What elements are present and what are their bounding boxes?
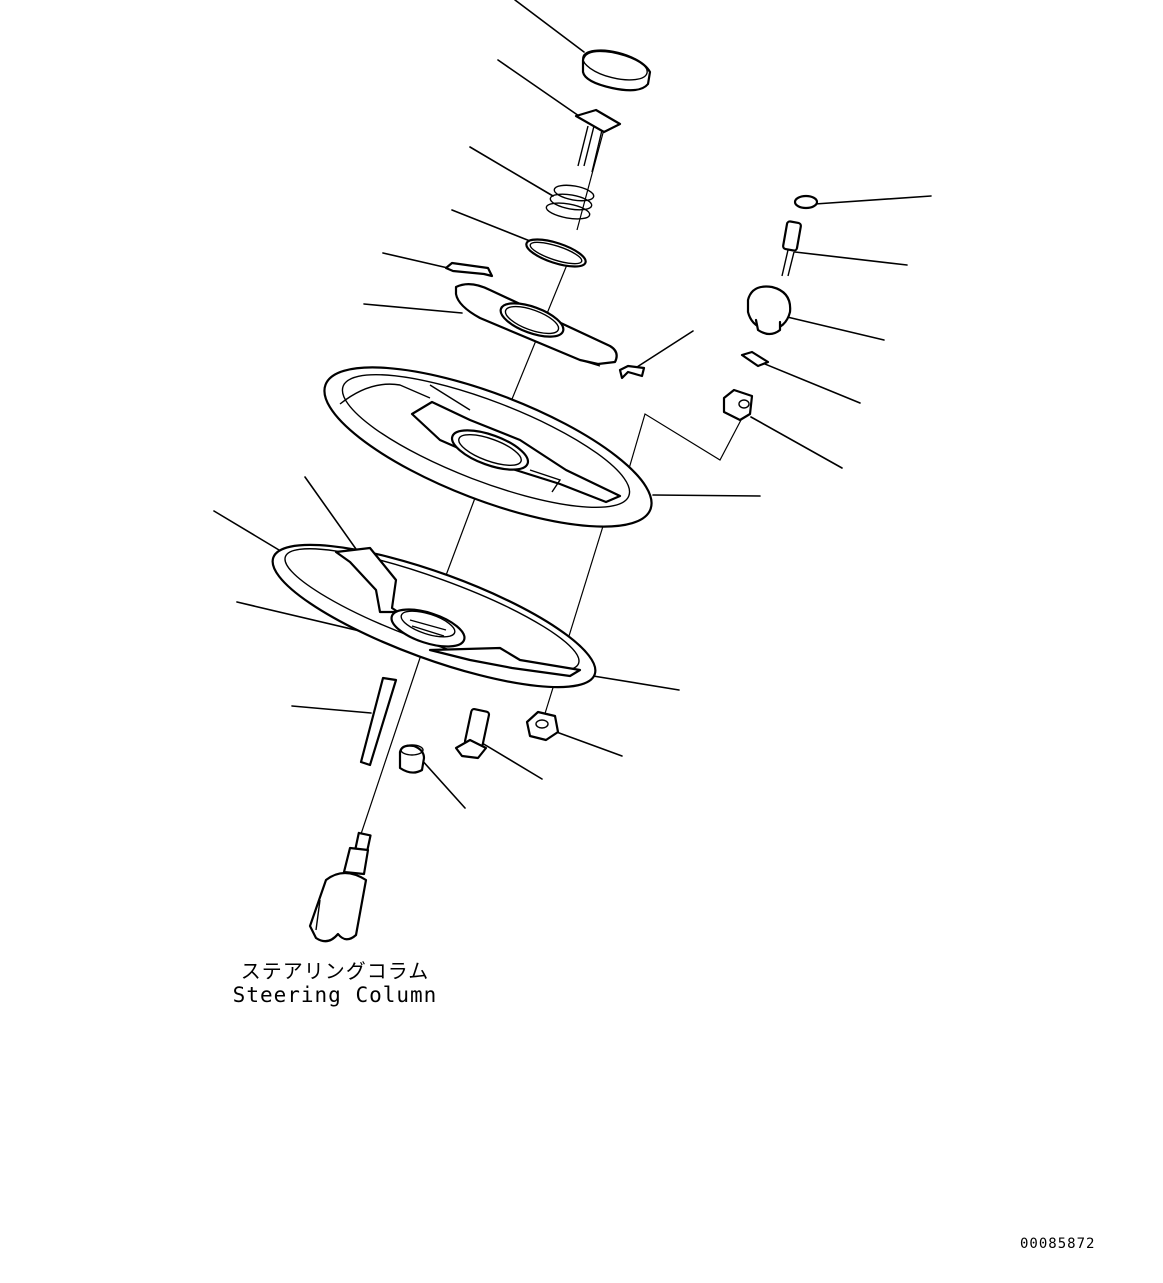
spring-pin	[359, 676, 398, 767]
steering-column	[308, 831, 372, 943]
steering-wheel	[323, 366, 653, 528]
horn-pad-cover	[454, 283, 618, 367]
contact-ring	[525, 238, 587, 268]
horn-cap	[581, 49, 652, 92]
steering-column-label-jp: ステアリングコラム	[240, 959, 430, 983]
horn-spring	[545, 184, 595, 220]
collar	[398, 744, 426, 774]
steering-knob	[746, 285, 792, 336]
knob-nut-upper	[722, 388, 754, 422]
steering-wheel-frame	[271, 543, 597, 689]
knob-washer	[740, 350, 770, 368]
hex-nut	[525, 710, 560, 742]
contact-plate	[574, 108, 622, 173]
drawing-number: 00085872	[1020, 1236, 1096, 1252]
retaining-clip-left	[444, 261, 494, 278]
retaining-clip-right	[618, 364, 646, 380]
knob-bolt	[781, 220, 802, 277]
knob-cap	[793, 194, 819, 210]
mounting-bolt	[454, 707, 491, 760]
steering-column-label-en: Steering Column	[232, 983, 438, 1007]
